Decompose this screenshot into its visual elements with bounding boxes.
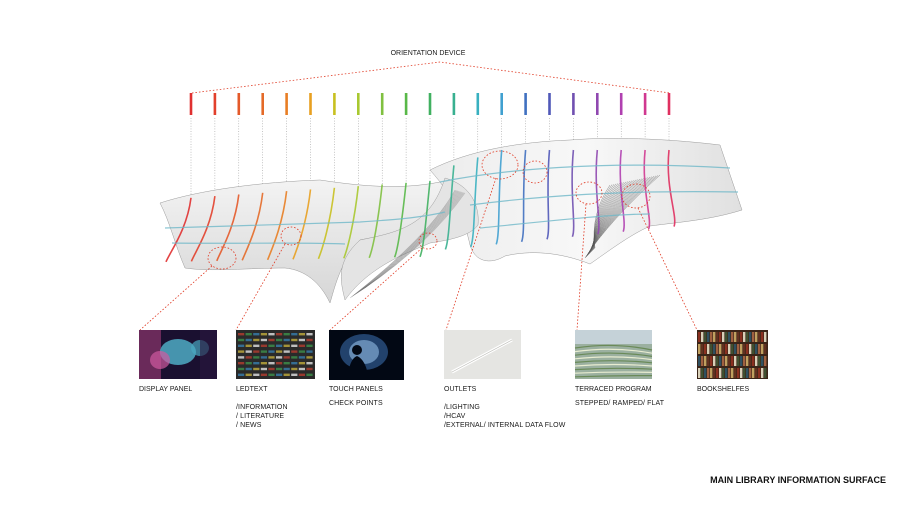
callout-label-terraced: TERRACED PROGRAM (575, 386, 652, 393)
orientation-bar (309, 93, 312, 115)
orientation-bar (237, 93, 241, 115)
surface-grid-band (469, 191, 739, 206)
callout-details-touch: CHECK POINTS (329, 400, 383, 407)
orientation-bars (189, 93, 671, 115)
surface-grid-line (520, 149, 527, 243)
orientation-bar (548, 93, 551, 115)
orientation-bar (452, 93, 456, 115)
orientation-bar (619, 93, 623, 115)
library-surface (159, 138, 743, 304)
callout-details-ledtext: /INFORMATION / LITERATURE / NEWS (236, 404, 288, 429)
surface-grid-line (216, 194, 240, 262)
orientation-bar (285, 93, 288, 115)
surface-grid-line (241, 192, 264, 261)
surface-grid-line (546, 149, 551, 240)
orientation-bar (524, 93, 527, 115)
surface-grid-band (479, 213, 651, 229)
orientation-bracket (191, 61, 671, 94)
surface-right-wing (429, 138, 743, 265)
orientation-device-label: ORIENTATION DEVICE (391, 50, 466, 57)
bookshelves-photo (697, 330, 768, 379)
surface-grid-line (317, 187, 336, 260)
orientation-bar (357, 93, 360, 115)
orientation-bar (428, 93, 432, 115)
orientation-bar (643, 93, 647, 115)
diagram-title: MAIN LIBRARY INFORMATION SURFACE (710, 475, 886, 485)
surface-grid-line (571, 149, 575, 238)
ledtext-photo (236, 330, 315, 379)
callout-label-books: BOOKSHELFES (697, 386, 749, 393)
orientation-bar (261, 93, 264, 115)
surface-grid-line (495, 149, 503, 245)
orientation-bar (189, 93, 193, 115)
callout-circles (207, 150, 651, 270)
surface-grid-band (164, 211, 446, 229)
outlets-photo (444, 330, 521, 379)
surface-grid-line (643, 149, 651, 230)
surface-grid-line (667, 149, 676, 227)
callout-details-terraced: STEPPED/ RAMPED/ FLAT (575, 400, 665, 407)
surface-grid-line (266, 191, 288, 261)
surface-grid-line (190, 196, 216, 262)
orientation-bar (404, 93, 408, 115)
surface-grid-band (171, 242, 346, 245)
surface-grid-line (393, 182, 407, 258)
surface-grid-line (619, 149, 625, 232)
surface-grid-line (419, 181, 431, 258)
orientation-bar (500, 93, 503, 115)
surface-grid-line (343, 186, 360, 259)
orientation-bar (213, 93, 217, 115)
orientation-bar (476, 93, 480, 115)
orientation-bar (596, 93, 599, 115)
callout-label-outlets: OUTLETS (444, 386, 477, 393)
surface-central-funnel (341, 177, 479, 301)
surface-grid-line (292, 189, 312, 260)
surface-grid-line (444, 165, 455, 250)
callout-label-ledtext: LEDTEXT (236, 386, 268, 393)
surface-grid-line (595, 149, 600, 235)
surface-grid-line (165, 197, 192, 263)
touch-panels-photo (329, 330, 404, 380)
callout-details-outlets: /LIGHTING /HCAV /EXTERNAL/ INTERNAL DATA… (444, 404, 566, 429)
orientation-bar (333, 93, 336, 115)
surface-grid-line (368, 184, 383, 259)
surface-grid-band (439, 164, 731, 183)
callout-label-touch: TOUCH PANELS (329, 386, 383, 393)
surface-grid (164, 149, 739, 263)
callout-leaders (139, 177, 698, 331)
orientation-bar (667, 93, 671, 115)
terraced-program-photo (574, 330, 653, 379)
display-panel-photo (139, 330, 217, 379)
callout-label-display: DISPLAY PANEL (139, 386, 192, 393)
orientation-bar (572, 93, 575, 115)
surface-grid-line (470, 157, 479, 248)
orientation-bar (380, 93, 384, 115)
